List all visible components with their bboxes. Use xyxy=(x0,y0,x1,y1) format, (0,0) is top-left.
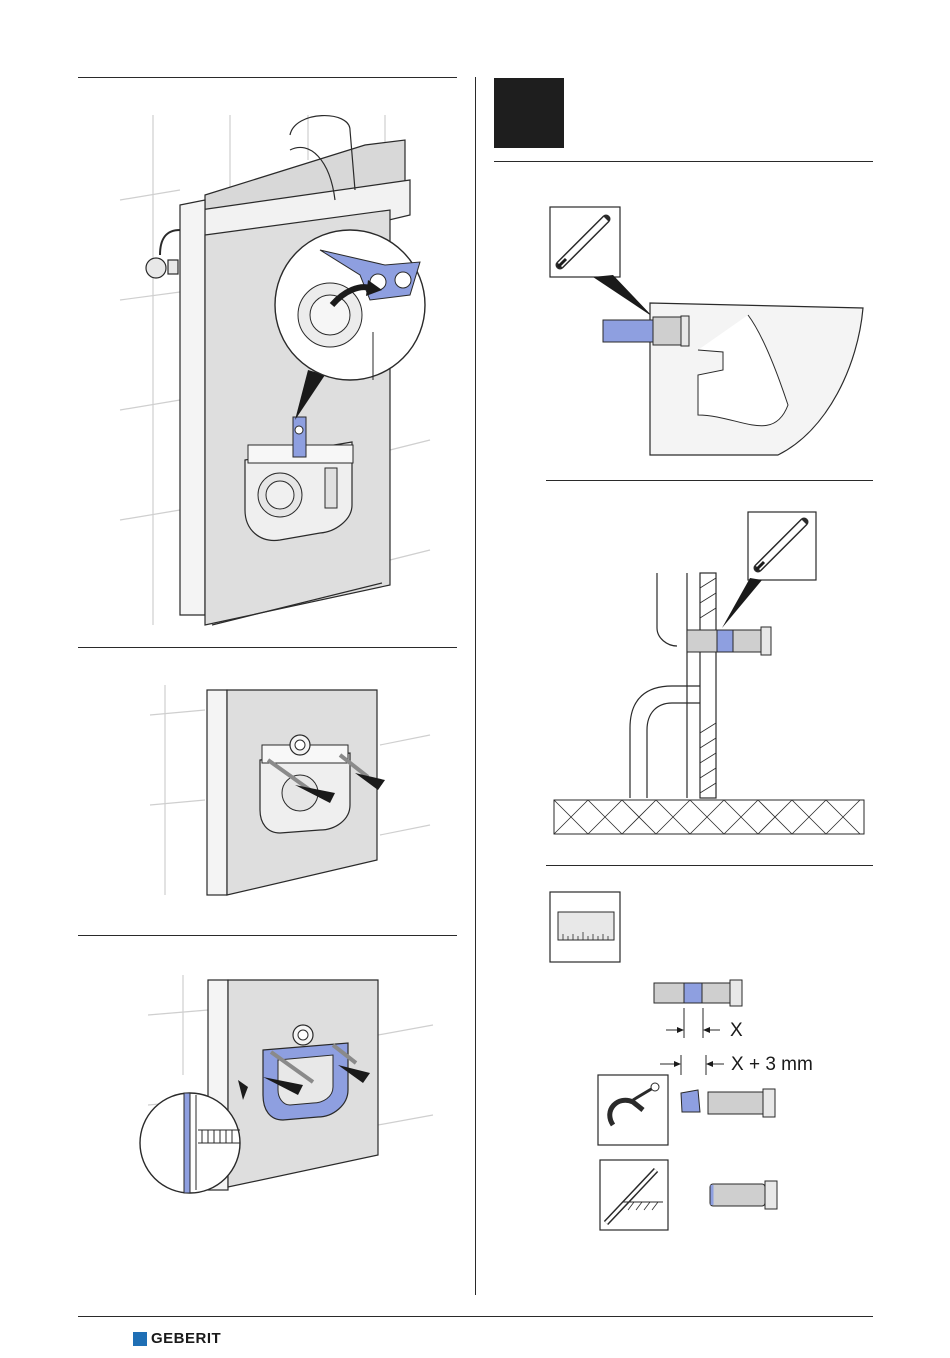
column-divider xyxy=(475,77,476,1295)
top-right-rule xyxy=(494,161,873,162)
right-divider-1 xyxy=(546,480,873,481)
illustration-wc-connector-mark xyxy=(548,205,873,465)
illustration-wall-section-mark xyxy=(552,508,867,843)
top-left-rule xyxy=(78,77,457,78)
measure-x-plus-label: X + 3 mm xyxy=(731,1054,813,1076)
file-deburr-icon xyxy=(600,1160,668,1230)
step-number-block xyxy=(494,78,564,148)
left-divider-2 xyxy=(78,935,457,936)
illustration-mounting-bracket xyxy=(138,975,438,1195)
logo-square-icon xyxy=(133,1332,147,1346)
measure-x-label: X xyxy=(730,1020,743,1042)
ruler-icon xyxy=(550,892,620,962)
right-divider-2 xyxy=(546,865,873,866)
illustration-insert-bolts xyxy=(150,685,435,905)
left-divider-1 xyxy=(78,647,457,648)
illustration-cistern-panel xyxy=(120,100,450,635)
geberit-logo: GEBERIT xyxy=(133,1330,221,1347)
logo-text: GEBERIT xyxy=(151,1330,221,1347)
pipe-cutter-icon xyxy=(598,1075,668,1145)
footer-rule xyxy=(78,1316,873,1317)
